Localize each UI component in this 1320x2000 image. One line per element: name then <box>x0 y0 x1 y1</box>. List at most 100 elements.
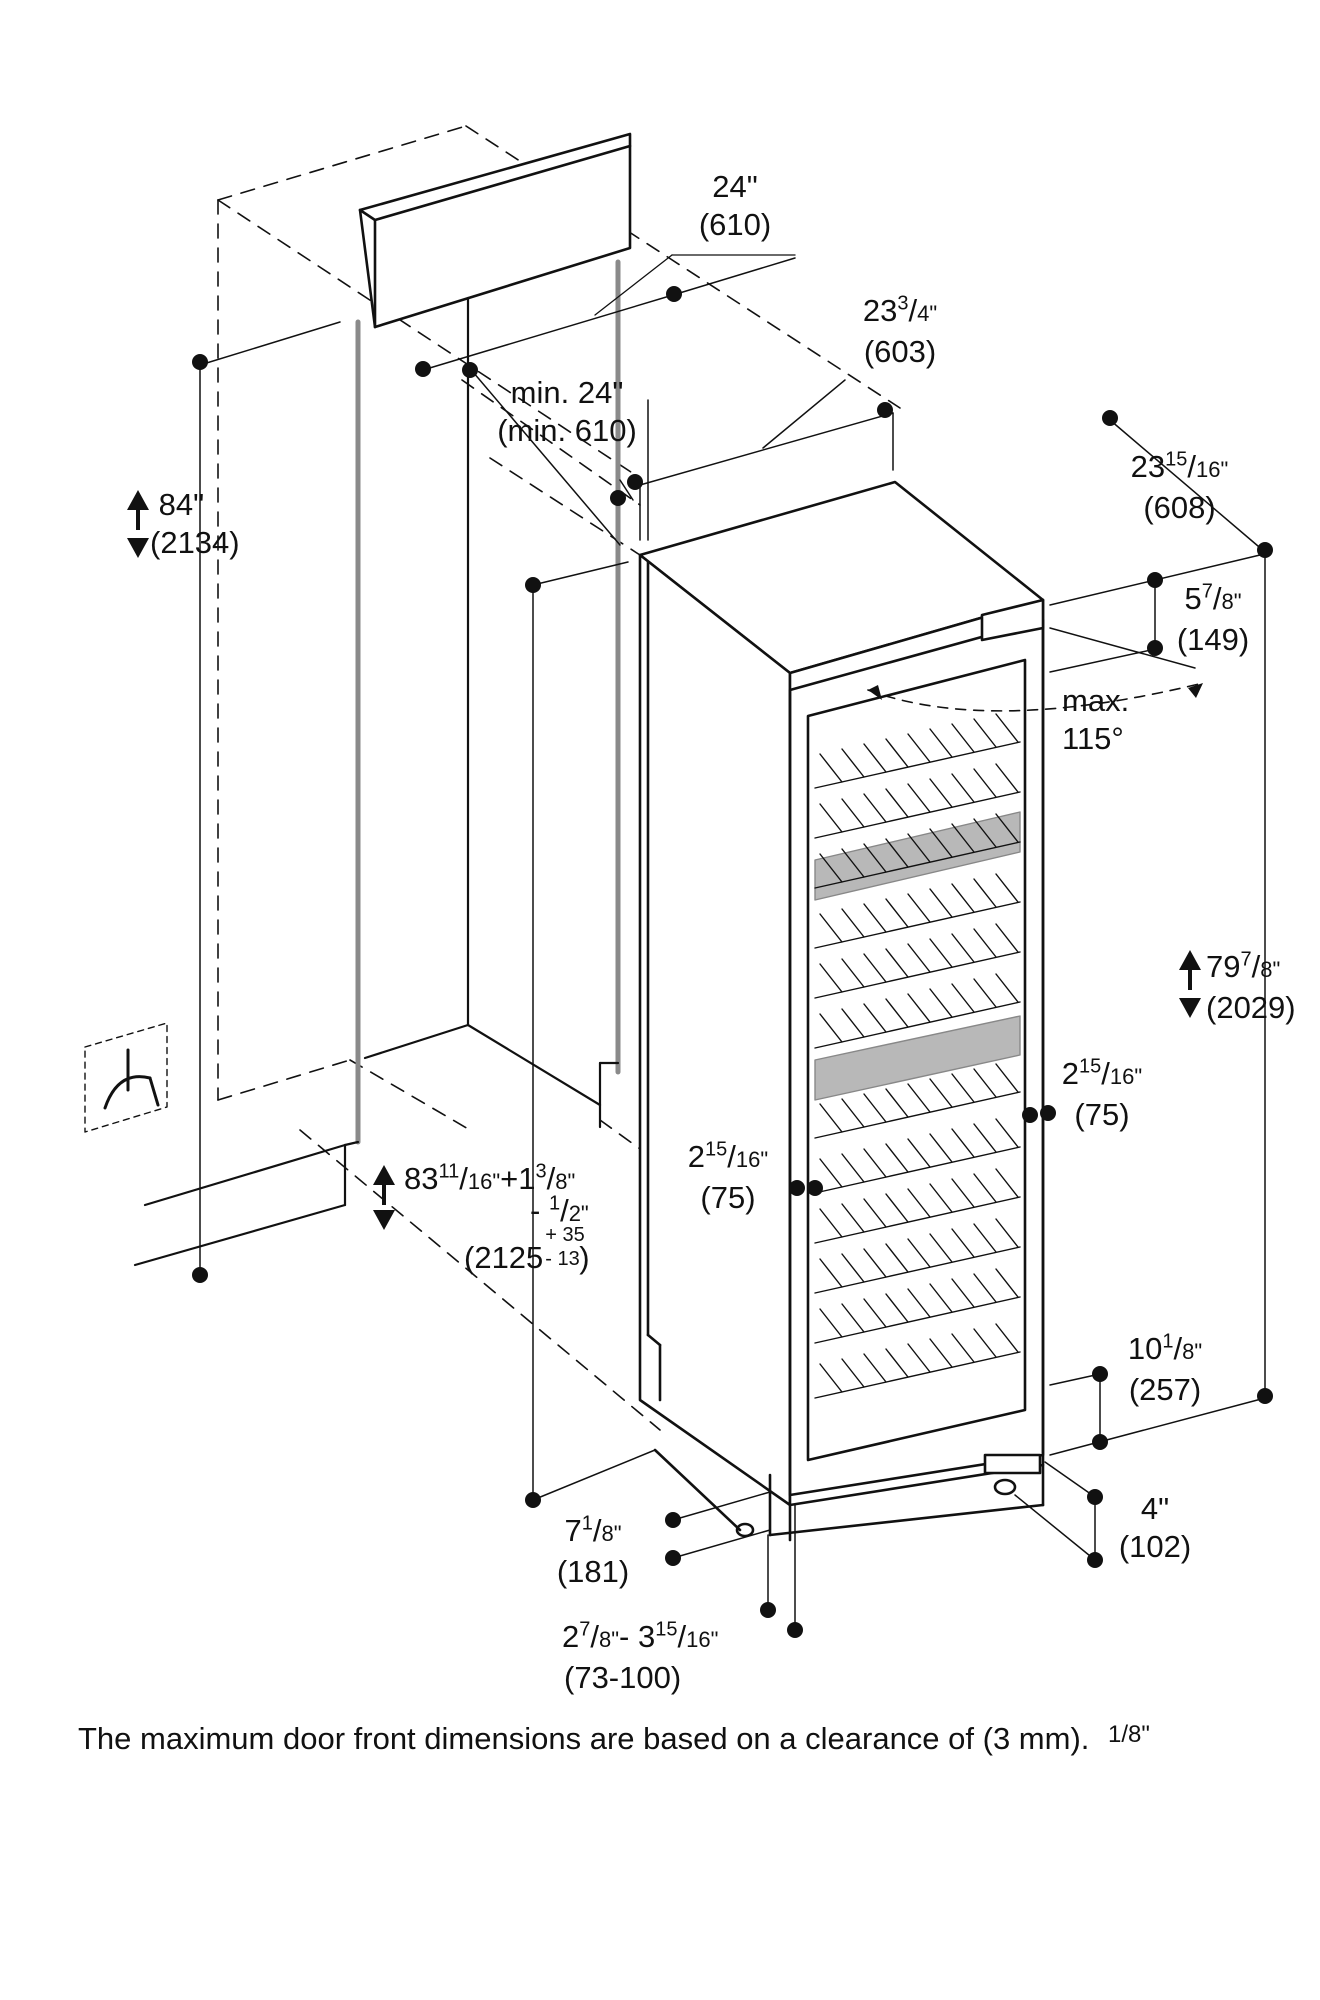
bottle-slat <box>907 1188 931 1218</box>
dimension-point <box>525 1492 541 1508</box>
bottle-slat <box>929 1233 953 1263</box>
bottle-slat <box>907 1138 931 1168</box>
bottle-slat <box>907 993 931 1023</box>
bottle-slat <box>907 833 931 863</box>
bottle-slat <box>841 1203 865 1233</box>
shelf-edge <box>814 1196 1021 1244</box>
bottle-slat <box>973 928 997 958</box>
bottle-slat <box>951 723 975 753</box>
bottle-slat <box>863 1148 887 1178</box>
dimension-point <box>760 1602 776 1618</box>
dimension-point <box>665 1550 681 1566</box>
niche-width-label: 24"(610) <box>698 169 772 242</box>
shelf-edge <box>814 791 1021 839</box>
shelf-edge <box>814 1091 1021 1139</box>
shelf-edge <box>814 1351 1021 1399</box>
bottle-slat <box>973 878 997 908</box>
bottle-slat <box>907 1343 931 1373</box>
door-angle-label: max.115° <box>1062 683 1130 756</box>
bottle-slat <box>951 983 975 1013</box>
bottle-slat <box>907 1288 931 1318</box>
dimension-points <box>192 286 1273 1638</box>
bottle-slat <box>973 818 997 848</box>
leader-lines <box>594 254 796 316</box>
dimension-point <box>192 1267 208 1283</box>
bottle-slat <box>995 1168 1019 1198</box>
appliance-depth-label: 233/4" (603) <box>862 292 938 369</box>
bottle-slat <box>819 803 843 833</box>
bottle-slat <box>885 738 909 768</box>
dimension-point <box>192 354 208 370</box>
bottle-slat <box>929 778 953 808</box>
dimension-point <box>666 286 682 302</box>
bottle-slat <box>951 1278 975 1308</box>
shelf-edge <box>814 901 1021 949</box>
bottle-slat <box>819 1158 843 1188</box>
bottle-slat <box>995 763 1019 793</box>
bottle-slat <box>973 768 997 798</box>
floor-lines <box>133 1140 360 1267</box>
dimension-point <box>787 1622 803 1638</box>
bottle-slat <box>841 1098 865 1128</box>
bottle-slat <box>863 903 887 933</box>
toe-kick-right-label: 101/8" (257) <box>1127 1330 1203 1407</box>
bottle-slat <box>973 1273 997 1303</box>
installed-height-minus-label: - 1/2" <box>530 1192 589 1228</box>
bottle-slat <box>929 988 953 1018</box>
base-left-label: 71/8" (181) <box>556 1512 630 1589</box>
bottle-slat <box>951 773 975 803</box>
bottle-slat <box>863 1093 887 1123</box>
bottle-slat <box>995 1323 1019 1353</box>
bottle-slat <box>995 923 1019 953</box>
bottle-slat <box>907 1238 931 1268</box>
installed-height-label: 8311/16"+13/8" <box>404 1160 576 1196</box>
bottle-slat <box>907 733 931 763</box>
bottle-slat <box>819 1103 843 1133</box>
top-trim-height-label: 57/8" (149) <box>1176 580 1250 657</box>
bottle-slat <box>841 958 865 988</box>
dimension-point <box>1102 410 1118 426</box>
dimension-point <box>789 1180 805 1196</box>
niche-height-label: 84"(2134) <box>150 487 240 560</box>
bottle-slat <box>973 1068 997 1098</box>
bottle-slat <box>863 1353 887 1383</box>
bottle-slat <box>951 1228 975 1258</box>
bottle-slat <box>841 1153 865 1183</box>
dimension-point <box>877 402 893 418</box>
bottle-slat <box>819 1363 843 1393</box>
dimension-point <box>1147 572 1163 588</box>
bottle-slat <box>885 838 909 868</box>
bottle-slat <box>841 1358 865 1388</box>
bottle-slat <box>819 753 843 783</box>
bottle-slat <box>907 783 931 813</box>
bottle-slat <box>929 888 953 918</box>
bottle-slat <box>885 1193 909 1223</box>
bottle-slat <box>995 1218 1019 1248</box>
shelf-edge <box>814 951 1021 999</box>
bottle-slat <box>995 1063 1019 1093</box>
bottle-slat <box>841 1008 865 1038</box>
bottle-slat <box>885 1143 909 1173</box>
bottle-slat <box>863 843 887 873</box>
shelf-edge <box>814 1246 1021 1294</box>
dimension-point <box>807 1180 823 1196</box>
dimension-point <box>1087 1489 1103 1505</box>
bottle-slat <box>995 1268 1019 1298</box>
bottle-slat <box>929 1283 953 1313</box>
dimension-point <box>1092 1434 1108 1450</box>
bottle-slat <box>995 813 1019 843</box>
bottle-slat <box>819 1258 843 1288</box>
dimension-point <box>1040 1105 1056 1121</box>
base-right-label: 4"(102) <box>1118 1491 1192 1564</box>
bottle-slat <box>885 1243 909 1273</box>
bottle-slat <box>819 1308 843 1338</box>
bottle-slat <box>863 1248 887 1278</box>
bottle-slat <box>951 933 975 963</box>
bottle-slat <box>973 1123 997 1153</box>
bottle-slat <box>973 978 997 1008</box>
caption-overlay: 1/8" <box>1108 1721 1150 1748</box>
panel-offset-label: 27/8"- 315/16" (73-100) <box>562 1618 719 1695</box>
bottle-slat <box>973 1328 997 1358</box>
dimension-point <box>1257 1388 1273 1404</box>
